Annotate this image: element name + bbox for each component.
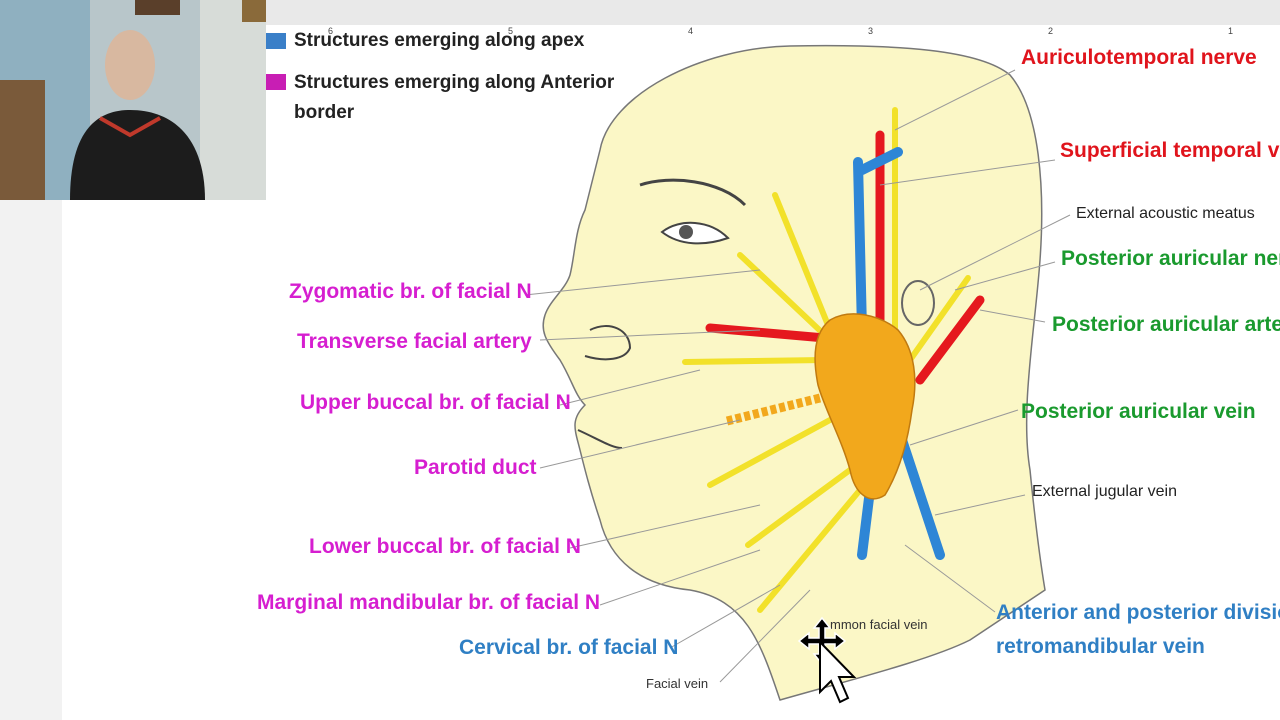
ruler-number: 4 [688,26,694,36]
label-lower-buccal-branch: Lower buccal br. of facial N [309,535,581,558]
label-retromandibular-vein: retromandibular vein [996,635,1205,658]
leader-lines [524,69,1071,683]
label-upper-buccal-branch: Upper buccal br. of facial N [300,391,571,414]
ruler-number: 5 [508,26,514,36]
mouth [577,429,623,449]
nose [584,325,632,361]
label-retromandibular-divisions: Anterior and posterior divisio [996,601,1280,624]
label-facial-vein: Facial vein [646,676,709,691]
label-parotid-duct: Parotid duct [414,456,537,479]
legend-anterior: Structures emerging along Anterior borde… [266,68,614,128]
label-superficial-temporal-vein: Superficial temporal ve [1060,139,1280,162]
ruler-number: 1 [1228,26,1234,36]
anterior-color-swatch [266,74,286,90]
legend-apex: Structures emerging along apex [266,30,584,52]
label-auriculotemporal-nerve: Auriculotemporal nerve [1021,46,1257,69]
iris [679,225,693,239]
label-transverse-facial-artery: Transverse facial artery [297,330,532,353]
arteries [705,130,985,385]
veins [853,147,945,560]
head-outline [542,44,1046,701]
ruler-number: 2 [1048,26,1054,36]
parotid-duct-line [725,393,822,426]
legend-anterior-label: Structures emerging along Anterior [294,72,615,93]
webcam-video-overlay [0,0,266,200]
label-marginal-mandibular-branch: Marginal mandibular br. of facial N [257,591,601,614]
ruler-top-bar [266,0,1280,25]
parotid-gland [814,313,916,500]
eye [660,221,730,245]
nerve-branches [682,107,971,613]
label-cervical-branch: Cervical br. of facial N [459,636,679,659]
ear [901,280,935,326]
label-posterior-auricular-nerve: Posterior auricular ner [1061,247,1280,270]
eyebrow [639,178,747,207]
move-cursor-icon [797,616,857,704]
ruler-number: 3 [868,26,874,36]
label-posterior-auricular-artery: Posterior auricular arter [1052,313,1280,336]
label-posterior-auricular-vein: Posterior auricular vein [1021,400,1256,423]
label-external-jugular-vein: External jugular vein [1032,483,1177,500]
legend-apex-label: Structures emerging along apex [294,30,585,51]
presenter-video [0,0,266,200]
label-zygomatic-branch: Zygomatic br. of facial N [289,280,532,303]
legend-anterior-label-line2: border [294,102,355,123]
label-external-acoustic-meatus: External acoustic meatus [1076,205,1255,222]
apex-color-swatch [266,33,286,49]
label-common-facial-vein: mmon facial vein [830,617,928,632]
ruler-number: 6 [328,26,334,36]
